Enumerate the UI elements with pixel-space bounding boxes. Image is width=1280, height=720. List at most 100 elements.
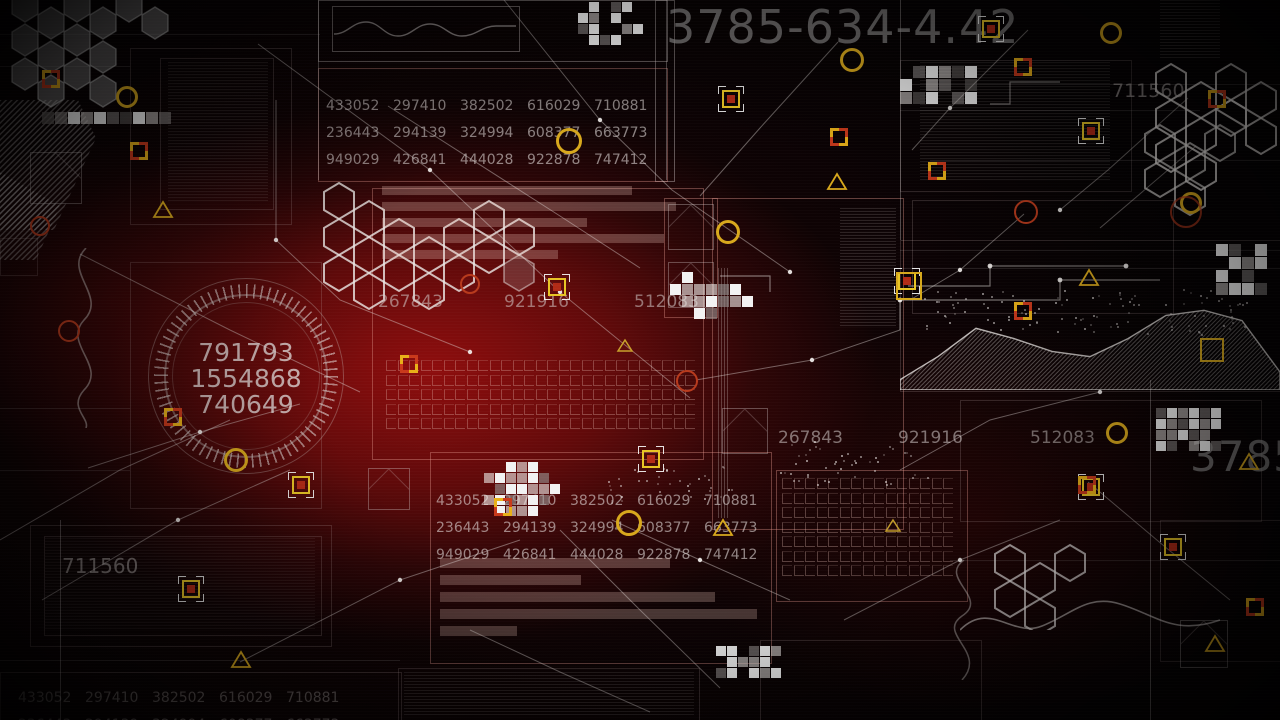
matrix-cell (443, 403, 454, 415)
matrix-cell (478, 360, 488, 371)
pixel-cell (495, 473, 505, 483)
scatter-dot (618, 478, 620, 480)
scatter-dot (658, 476, 660, 478)
matrix-cell (897, 507, 907, 518)
scatter-dot (965, 298, 967, 300)
scatter-dot (1133, 304, 1135, 306)
scatter-dot (790, 473, 792, 475)
scatter-dot (709, 490, 711, 492)
scatter-dot (679, 480, 681, 482)
matrix-cell (874, 521, 884, 533)
matrix-cell (466, 418, 477, 429)
matrix-cell (397, 389, 408, 400)
pixel-cell (965, 79, 977, 91)
scan-ring-12 (676, 370, 698, 392)
matrix-cell (920, 507, 930, 518)
matrix-cell (793, 492, 804, 504)
matrix-cell (908, 550, 919, 562)
matrix-cell (455, 374, 465, 386)
scatter-dot (1000, 329, 1002, 331)
grid-cell: 616029 (637, 493, 691, 509)
pixel-cell (900, 79, 912, 91)
matrix-cell (650, 360, 661, 371)
matrix-cell (409, 389, 419, 400)
matrix-cell (558, 389, 569, 400)
scatter-dot (722, 466, 724, 468)
grid-cell: 663773 (704, 520, 758, 536)
progress-bar (440, 558, 670, 568)
matrix-cell (908, 565, 919, 576)
matrix-cell (386, 418, 396, 429)
matrix-cell (920, 478, 930, 489)
matrix-cell (793, 565, 804, 576)
matrix-cell (943, 492, 953, 504)
scan-ring-13 (616, 510, 642, 536)
pixel-cell (706, 284, 717, 295)
matrix-cell (616, 403, 626, 415)
matrix-cell (828, 550, 838, 562)
matrix-cell (943, 507, 953, 518)
matrix-cell (943, 478, 953, 489)
matrix-cell (581, 360, 592, 371)
pixel-cell (528, 495, 538, 505)
target-reticle-9 (1078, 474, 1104, 500)
matrix-cell (478, 418, 488, 429)
matrix-cell (874, 478, 884, 489)
matrix-cell (673, 389, 684, 400)
grid-cell: 922878 (527, 152, 581, 168)
matrix-cell (616, 418, 626, 429)
pixel-cell (528, 484, 538, 494)
scan-ring-5 (460, 274, 480, 294)
matrix-cell (535, 374, 546, 386)
progress-bar (440, 609, 757, 619)
scatter-dot (1109, 303, 1111, 305)
matrix-cell (805, 565, 815, 576)
grid-cell: 433052 (326, 98, 380, 114)
matrix-cell (885, 478, 896, 489)
scatter-dot (1198, 331, 1200, 333)
scatter-dot (1170, 313, 1172, 315)
matrix-cell (570, 418, 580, 429)
scatter-dot (689, 483, 691, 485)
pixel-cell (706, 296, 717, 307)
scatter-dot (1008, 319, 1010, 321)
grid-cell: 616029 (527, 98, 581, 114)
matrix-cell (558, 403, 569, 415)
texture-stripes-4 (920, 62, 1110, 182)
matrix-cell (570, 360, 580, 371)
pixel-cell (633, 24, 643, 34)
matrix-cell (420, 374, 431, 386)
matrix-cell (673, 360, 684, 371)
pixel-cell (107, 112, 119, 124)
scatter-dot (1061, 318, 1063, 320)
pixel-cell (506, 473, 516, 483)
pixel-cell (528, 462, 538, 472)
matrix-cell (524, 360, 534, 371)
matrix-cell (805, 521, 815, 533)
scatter-dot (1229, 328, 1231, 330)
matrix-cell (920, 565, 930, 576)
scan-ring-14 (1106, 422, 1128, 444)
panel-top-waveform (332, 6, 520, 52)
matrix-cell (386, 403, 396, 415)
pixel-cell (94, 112, 106, 124)
matrix-cell (931, 565, 942, 576)
matrix-cell (535, 389, 546, 400)
scatter-dot (1119, 292, 1121, 294)
pixel-cell (730, 296, 741, 307)
matrix-cell (851, 478, 861, 489)
scatter-dot (892, 448, 894, 450)
matrix-cell (593, 403, 603, 415)
matrix-cell (466, 360, 477, 371)
matrix-cell (885, 521, 896, 533)
matrix-cell (604, 389, 615, 400)
grid-cell: 616029 (219, 690, 273, 706)
matrix-cell (673, 374, 684, 386)
pixel-cell (1255, 244, 1267, 256)
panel-edge-left (0, 238, 38, 276)
matrix-cell (639, 418, 649, 429)
matrix-cell (501, 418, 511, 429)
scatter-dot (669, 483, 671, 485)
